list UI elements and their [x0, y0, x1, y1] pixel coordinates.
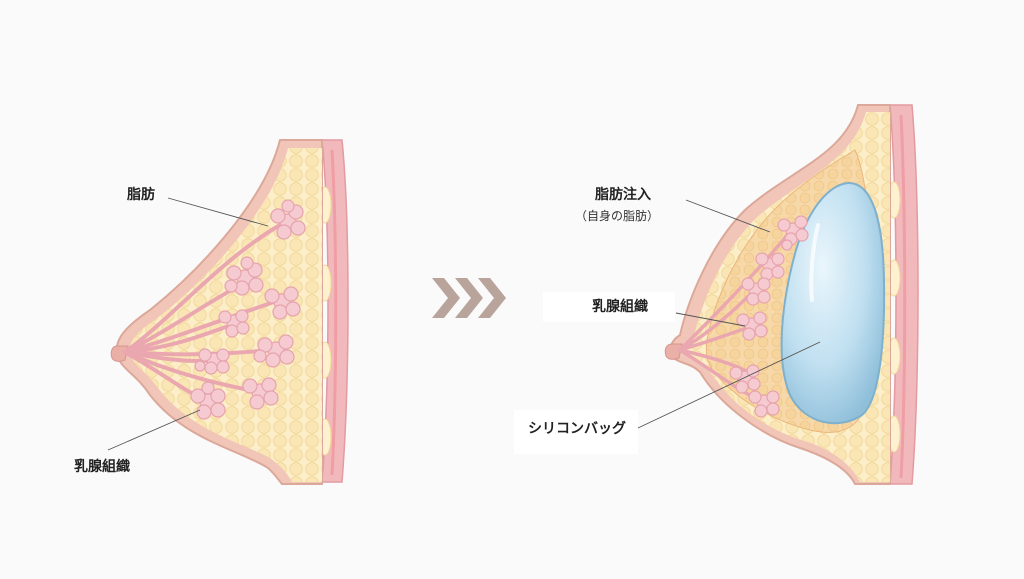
leader-mammary-right	[675, 312, 746, 327]
silicone-implant	[780, 181, 886, 425]
label-background-silicone	[514, 410, 638, 454]
after-breast	[637, 104, 919, 485]
before-breast	[107, 139, 349, 485]
label-mammary-right: 乳腺組織	[592, 299, 648, 315]
nipple-left	[110, 345, 129, 362]
label-fat-injection: 脂肪注入	[595, 187, 651, 203]
leader-fat-injection	[685, 199, 771, 233]
nipple-right	[664, 343, 683, 360]
label-fat-injection-note: （自身の脂肪）	[575, 209, 660, 223]
leader-fat-left	[167, 197, 269, 227]
label-mammary-left: 乳腺組織	[74, 459, 130, 475]
leader-silicone	[637, 341, 821, 429]
triple-chevron-right-icon	[432, 278, 506, 318]
leader-mammary-left	[107, 409, 201, 451]
label-background-mammary	[543, 292, 675, 322]
label-silicone: シリコンバッグ	[528, 421, 626, 437]
gland-lobules-left	[190, 199, 306, 420]
gland-lobules-right	[729, 215, 809, 418]
label-fat: 脂肪	[127, 187, 155, 203]
